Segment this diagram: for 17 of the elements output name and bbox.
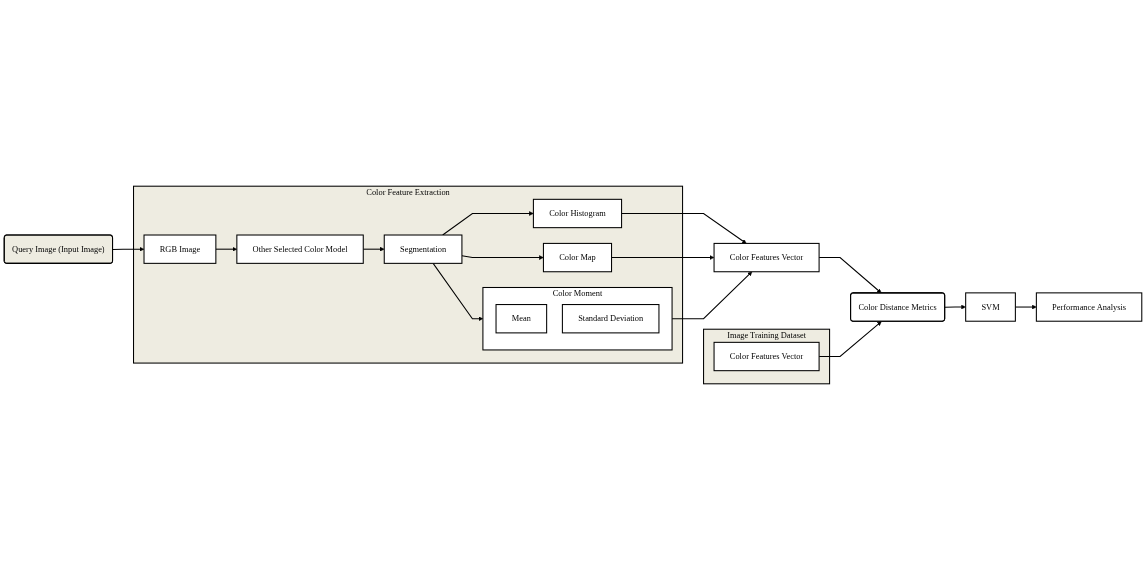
arrow bbox=[621, 212, 747, 244]
node-box: Color Map bbox=[542, 242, 613, 272]
node-box: Other Selected Color Model bbox=[236, 234, 364, 264]
node-box: Mean bbox=[495, 303, 548, 333]
node-box: Color Histogram bbox=[532, 198, 623, 228]
node-box: Color Features Vector bbox=[713, 242, 820, 272]
node-box: Segmentation bbox=[383, 234, 463, 264]
node-box: Performance Analysis bbox=[1035, 291, 1143, 322]
arrow bbox=[611, 254, 715, 260]
node-box: RGB Image bbox=[143, 234, 217, 264]
arrow bbox=[112, 246, 145, 251]
arrow bbox=[442, 210, 534, 236]
node-box: SVM bbox=[965, 291, 1016, 322]
arrow bbox=[944, 304, 966, 309]
arrow bbox=[461, 254, 544, 260]
node-box: Color Features Vector bbox=[713, 341, 820, 371]
node-box: Standard Deviation bbox=[561, 303, 660, 333]
